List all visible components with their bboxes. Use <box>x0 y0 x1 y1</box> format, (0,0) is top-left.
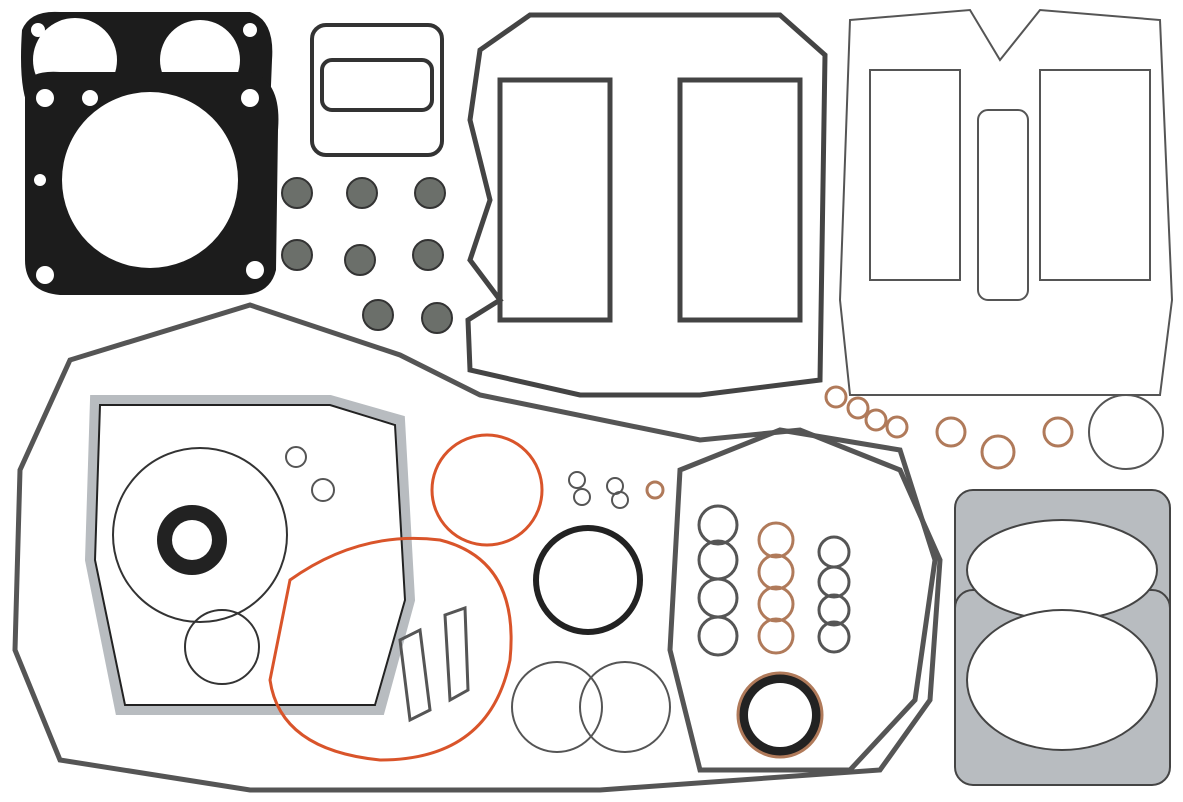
thin-o-rings <box>285 394 1164 753</box>
copper-seal <box>736 671 824 759</box>
rocker-gasket-small <box>310 23 444 157</box>
oil-seal <box>157 505 227 575</box>
pushrod-gaskets <box>398 605 470 723</box>
black-head-gasket-front <box>25 71 279 295</box>
inner-primary-gasket <box>84 395 416 715</box>
rocker-box-gasket <box>465 12 828 398</box>
thin-rocker-gasket <box>838 8 1174 396</box>
orange-o-rings <box>268 433 544 762</box>
derby-cover-gasket <box>667 427 938 773</box>
valve-stem-seals <box>281 177 453 334</box>
steel-cylinder-gaskets <box>954 489 1171 786</box>
large-black-o-ring <box>533 525 643 635</box>
small-o-ring-stacks <box>645 385 1084 657</box>
